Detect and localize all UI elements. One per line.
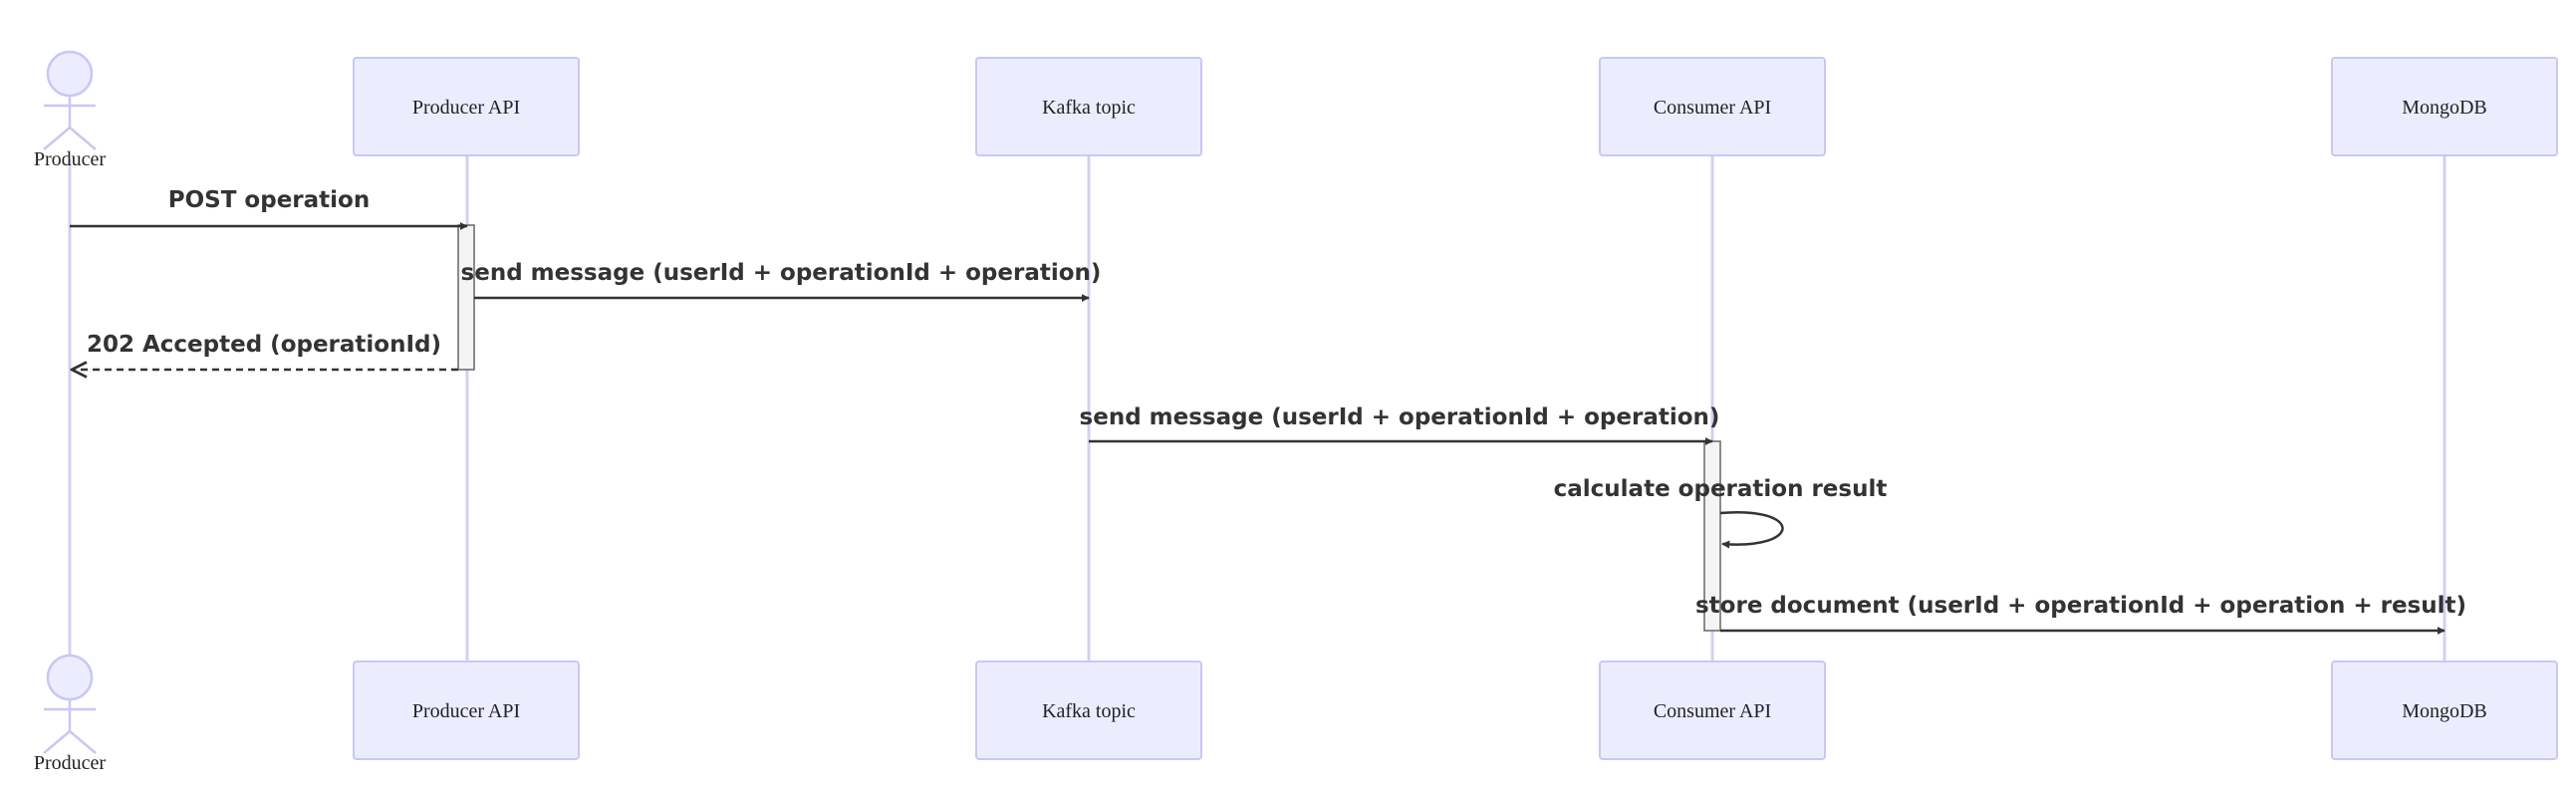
- participant-kafka-topic-bottom-label: Kafka topic: [1042, 700, 1136, 722]
- message-store-document: store document (userId + operationId + o…: [1695, 593, 2466, 635]
- actor-producer-top-label: Producer: [34, 148, 107, 170]
- participant-producer-api-bottom-label: Producer API: [412, 700, 520, 722]
- message-accepted-label: 202 Accepted (operationId): [87, 332, 441, 358]
- actor-producer-bottom-label: Producer: [34, 752, 107, 774]
- actor-producer-top: Producer: [34, 50, 107, 170]
- message-send-to-consumer-label: send message (userId + operationId + ope…: [1080, 404, 1720, 430]
- message-calculate-label: calculate operation result: [1554, 476, 1888, 502]
- participant-mongodb-bottom-label: MongoDB: [2402, 700, 2487, 722]
- message-send-to-kafka: send message (userId + operationId + ope…: [461, 260, 1102, 302]
- message-send-to-consumer: send message (userId + operationId + ope…: [1080, 404, 1720, 445]
- message-accepted: 202 Accepted (operationId): [72, 332, 458, 370]
- participant-kafka-topic-top: Kafka topic: [975, 57, 1202, 156]
- participant-mongodb-top-label: MongoDB: [2402, 97, 2487, 119]
- activation-producer-api: [457, 224, 475, 371]
- participant-producer-api-top: Producer API: [353, 57, 580, 156]
- participant-consumer-api-bottom-label: Consumer API: [1654, 700, 1771, 722]
- participant-consumer-api-top: Consumer API: [1599, 57, 1826, 156]
- actor-producer-bottom: Producer: [34, 654, 107, 774]
- participant-consumer-api-top-label: Consumer API: [1654, 97, 1771, 119]
- message-post-operation-label: POST operation: [168, 187, 370, 213]
- participant-producer-api-bottom: Producer API: [353, 661, 580, 760]
- message-post-operation: POST operation: [70, 187, 468, 230]
- message-calculate: calculate operation result: [1554, 476, 1888, 549]
- message-calculate-arrow: [1719, 511, 1784, 549]
- message-send-to-kafka-label: send message (userId + operationId + ope…: [461, 260, 1102, 286]
- message-store-document-label: store document (userId + operationId + o…: [1695, 593, 2466, 619]
- participant-kafka-topic-top-label: Kafka topic: [1042, 97, 1136, 119]
- participant-consumer-api-bottom: Consumer API: [1599, 661, 1826, 760]
- participant-mongodb-top: MongoDB: [2331, 57, 2558, 156]
- participant-kafka-topic-bottom: Kafka topic: [975, 661, 1202, 760]
- participant-mongodb-bottom: MongoDB: [2331, 661, 2558, 760]
- participant-producer-api-top-label: Producer API: [412, 97, 520, 119]
